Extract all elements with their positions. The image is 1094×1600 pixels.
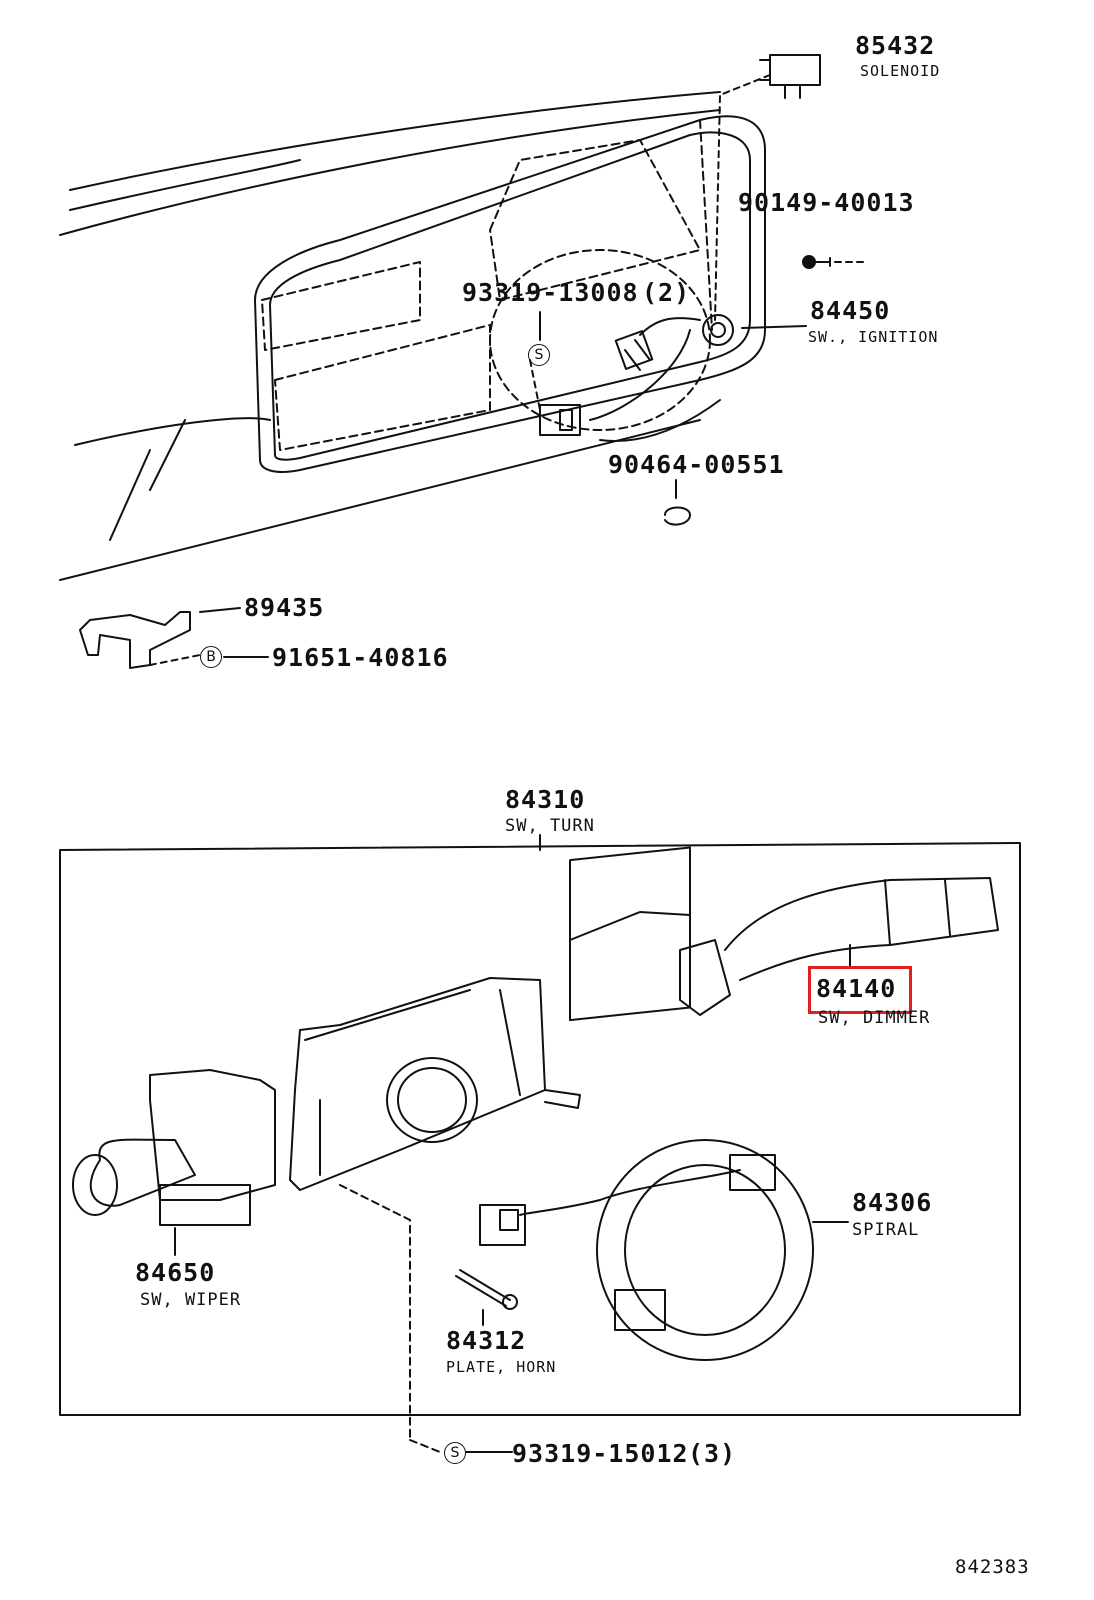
part-qty-93319-15012: (3) bbox=[688, 1439, 737, 1468]
part-number-84450[interactable]: 84450 bbox=[810, 296, 891, 325]
marker-b-icon: B bbox=[200, 646, 222, 668]
part-number-93319-15012[interactable]: 93319-15012 bbox=[512, 1439, 689, 1468]
part-number-90464-00551[interactable]: 90464-00551 bbox=[608, 450, 785, 479]
marker-s-icon: S bbox=[528, 344, 550, 366]
part-name-sw-turn: SW, TURN bbox=[505, 816, 595, 836]
diagram-id: 842383 bbox=[955, 1556, 1030, 1578]
part-name-sw-ignition: SW., IGNITION bbox=[808, 328, 939, 346]
part-number-89435[interactable]: 89435 bbox=[244, 593, 325, 622]
part-number-93319-13008[interactable]: 93319-13008 bbox=[462, 278, 639, 307]
highlight-box bbox=[808, 966, 912, 1014]
part-number-84312[interactable]: 84312 bbox=[446, 1326, 527, 1355]
part-number-84306[interactable]: 84306 bbox=[852, 1188, 933, 1217]
part-name-sw-dimmer: SW, DIMMER bbox=[818, 1008, 931, 1028]
part-name-solenoid: SOLENOID bbox=[860, 62, 941, 80]
part-name-sw-wiper: SW, WIPER bbox=[140, 1290, 242, 1310]
combination-switch-drawing bbox=[59, 834, 1021, 1453]
part-number-84310[interactable]: 84310 bbox=[505, 785, 586, 814]
part-number-84140[interactable]: 84140 bbox=[816, 974, 897, 1003]
part-number-84650[interactable]: 84650 bbox=[135, 1258, 216, 1287]
part-qty-93319-13008: (2) bbox=[642, 278, 691, 307]
part-name-plate-horn: PLATE, HORN bbox=[446, 1358, 557, 1376]
instrument-panel-drawing bbox=[59, 54, 866, 669]
marker-s-icon: S bbox=[444, 1442, 466, 1464]
part-number-90149-40013[interactable]: 90149-40013 bbox=[738, 188, 915, 217]
part-number-91651-40816[interactable]: 91651-40816 bbox=[272, 643, 449, 672]
part-number-85432[interactable]: 85432 bbox=[855, 31, 936, 60]
part-name-spiral: SPIRAL bbox=[852, 1220, 920, 1240]
